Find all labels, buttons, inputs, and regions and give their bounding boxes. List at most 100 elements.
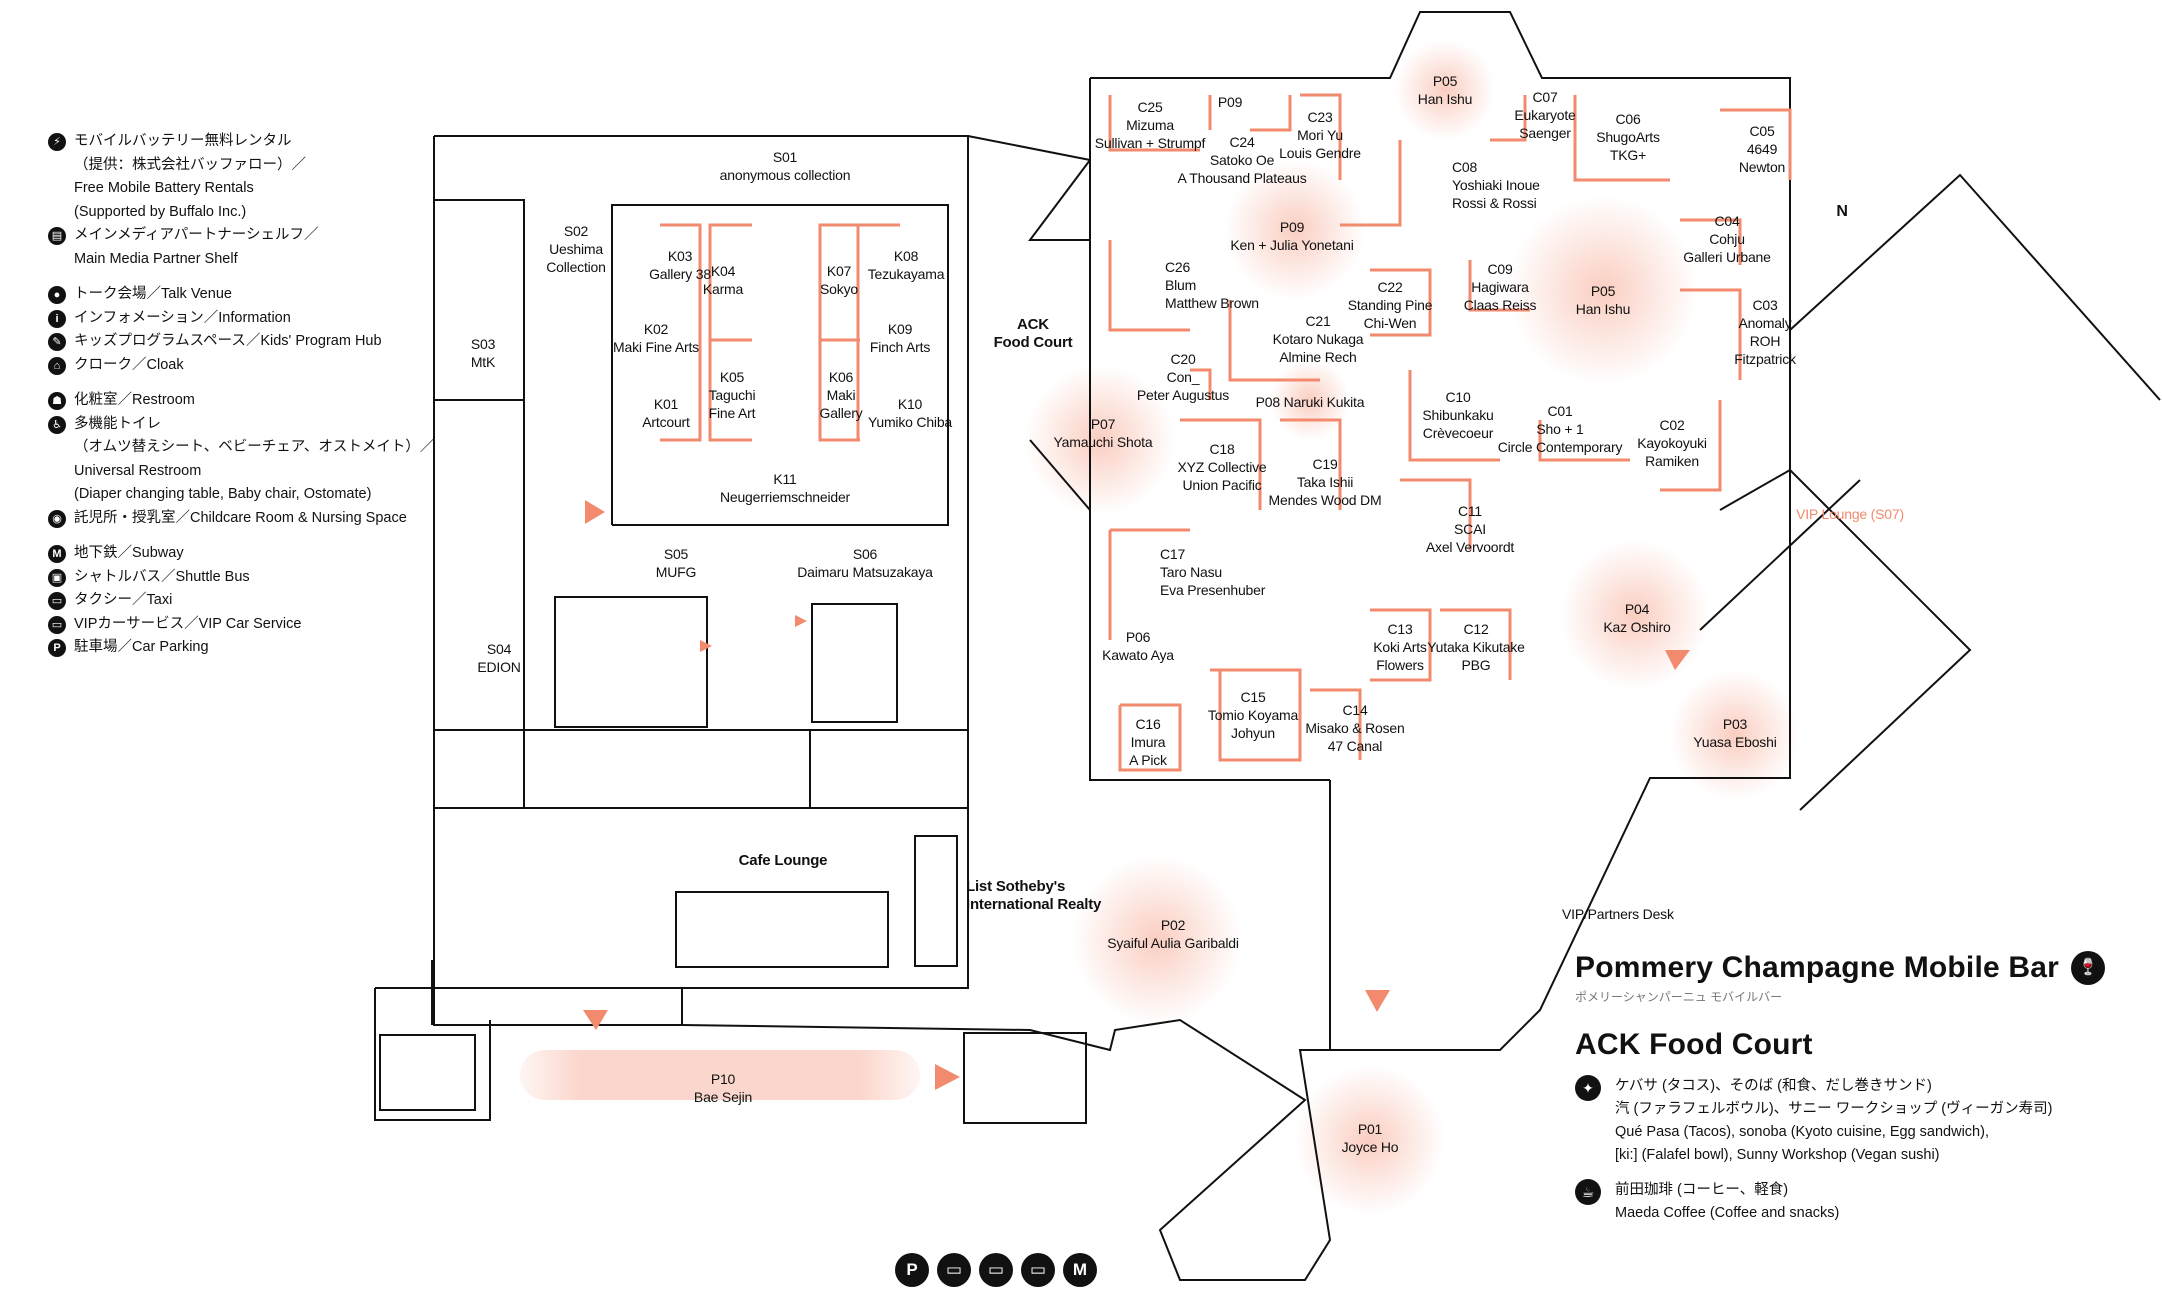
booth-label-line: ROH xyxy=(1749,333,1781,349)
legend-text: メインメディアパートナーシェルフ／ xyxy=(74,227,319,243)
legend-text: 駐車場／Car Parking xyxy=(74,639,209,655)
booth-cafe[interactable]: Cafe Lounge xyxy=(739,852,828,870)
booth-label-line: Blum xyxy=(1165,277,1197,293)
booth-label-line: C17 xyxy=(1160,546,1186,562)
booth-label-line: Satoko Oe xyxy=(1209,152,1275,168)
transport-icons: P▭▭▭M xyxy=(895,1253,1097,1287)
booth-label-line: P07 xyxy=(1090,416,1116,432)
booth-label-line: C03 xyxy=(1752,297,1778,313)
booth-label-line: P06 xyxy=(1125,629,1151,645)
vip-car-icon: ▭ xyxy=(979,1253,1013,1287)
vip-lounge-label[interactable]: VIP Lounge (S07) xyxy=(1796,506,1904,522)
booth-label-line: Eukaryote xyxy=(1514,107,1576,123)
restroom-icon: ☗ xyxy=(48,392,66,410)
food-line: [ki:] (Falafel bowl), Sunny Workshop (Ve… xyxy=(1615,1147,1940,1163)
booth-label-line: Artcourt xyxy=(642,414,690,430)
coffee-list: 前田珈琲 (コーヒー、軽食)Maeda Coffee (Coffee and s… xyxy=(1615,1179,1839,1225)
booth-label-line: Standing Pine xyxy=(1347,297,1433,313)
coffee-icon: ☕ xyxy=(1575,1179,1601,1205)
booth-label-line: Han Ishu xyxy=(1575,301,1631,317)
pommery-subtitle: ポメリーシャンパーニュ モバイルバー xyxy=(1575,990,1783,1004)
cloak-icon: ⌂ xyxy=(48,356,66,375)
right-hall-walls xyxy=(681,11,2161,1281)
booth-label-line: Ken + Julia Yonetani xyxy=(1230,237,1354,253)
coffee-section: ☕ 前田珈琲 (コーヒー、軽食)Maeda Coffee (Coffee and… xyxy=(1575,1179,2145,1225)
booth-p08[interactable]: P08 Naruki Kukita xyxy=(1256,393,1365,411)
kyoto-booth-walls xyxy=(660,223,900,442)
booth-label-line: List Sotheby's xyxy=(966,878,1066,895)
booth-label-line: C14 xyxy=(1342,702,1368,718)
booth-label-line: Daimaru Matsuzakaya xyxy=(797,564,933,580)
booth-label-line: Maki Fine Arts xyxy=(613,339,699,355)
booth-label-line: EDION xyxy=(477,659,521,675)
booth-label-line: Cohju xyxy=(1709,231,1745,247)
booth-label-line: C26 xyxy=(1165,259,1191,275)
legend-text: 地下鉄／Subway xyxy=(74,545,184,561)
subway-icon: M xyxy=(1063,1253,1097,1287)
booth-p09[interactable]: P09 xyxy=(1218,93,1243,111)
booth-label-line: P05 xyxy=(1590,283,1616,299)
microphone-icon: ● xyxy=(48,286,66,304)
parking-icon: P xyxy=(48,639,66,657)
booth-label-line: K10 xyxy=(897,396,923,412)
booth-vipdesk[interactable]: VIP/Partners Desk xyxy=(1562,905,1674,923)
